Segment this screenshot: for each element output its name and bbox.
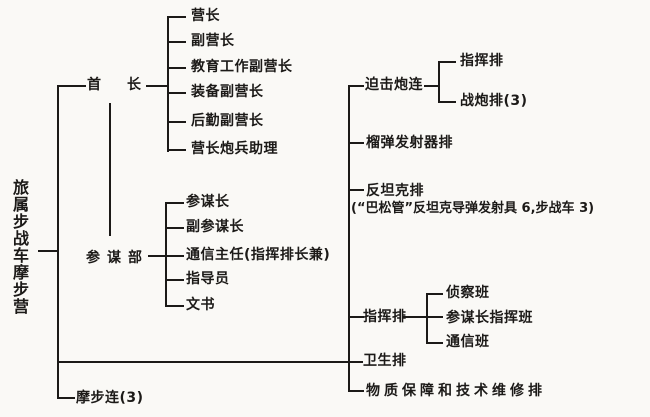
line-tick [167,255,184,257]
line-tick [440,101,456,103]
line-root-link [38,250,58,252]
node-battalion-commander: 营长 [191,8,220,24]
line-tick [167,305,184,307]
line-mobulian-branch [57,397,75,399]
line-tick [169,67,186,69]
line-main-to-right [57,361,363,363]
node-medical-platoon: 卫生排 [363,353,407,369]
line-tick [169,16,186,18]
line-tick [350,189,364,191]
node-equipment-deputy: 装备副营长 [191,84,264,100]
line-tick [440,61,456,63]
line-command-bracket [426,293,428,344]
node-deputy-commander: 副营长 [191,33,235,49]
node-grenade-platoon: 榴弹发射器排 [366,135,453,151]
node-clerk: 文书 [186,297,215,313]
node-comms-squad: 通信班 [446,334,490,350]
node-comms-director: 通信主任(指挥排长兼) [186,247,331,263]
node-deputy-chief-of-staff: 副参谋长 [186,219,244,235]
line-tick [169,41,186,43]
node-logistics-deputy: 后勤副营长 [191,113,264,129]
node-artillery-assistant: 营长炮兵助理 [191,141,278,157]
node-motorized-company: 摩步连(3) [76,390,144,406]
node-gun-platoon: 战炮排(3) [460,93,528,109]
line-main-trunk [57,85,59,399]
line-hq-to-staff [109,103,111,236]
node-support-platoon: 物质保障和技术维修排 [366,383,546,399]
line-hq-bracket [167,16,169,152]
node-mortar-command-platoon: 指挥排 [460,53,504,69]
line-tick [169,92,186,94]
line-tick [167,202,184,204]
node-recon-squad: 侦察班 [446,285,490,301]
line-command-link [403,316,428,318]
line-tick [428,342,443,344]
node-command-platoon: 指挥排 [363,309,407,325]
line-tick [167,279,184,281]
antitank-equipment-note: (“巴松管”反坦克导弹发射具 6,步战车 3) [351,201,595,216]
line-tick [350,316,364,318]
line-mortar-bracket [438,61,440,103]
node-headquarters: 首长 [87,77,167,93]
root-label: 旅属步战车摩步营 [10,179,29,315]
node-staff-dept: 参谋部 [86,250,149,266]
node-instructor: 指导员 [186,271,230,287]
line-staff-link [148,255,166,257]
line-tick [428,316,443,318]
line-staff-bracket [165,202,167,307]
node-cos-command-squad: 参谋长指挥班 [446,310,533,326]
line-tick [350,142,364,144]
line-tick [167,227,184,229]
line-mortar-link [424,85,440,87]
line-hq-branch [57,85,86,87]
node-antitank-platoon: 反坦克排 [366,183,424,199]
node-chief-of-staff: 参谋长 [186,194,230,210]
line-tick [350,85,364,87]
line-hq-link [146,85,168,87]
line-tick [169,121,186,123]
line-tick [428,293,443,295]
node-education-deputy: 教育工作副营长 [191,59,293,75]
line-right-trunk [348,85,350,392]
node-mortar-company: 迫击炮连 [365,77,423,93]
line-tick [169,149,186,151]
line-tick [350,390,364,392]
